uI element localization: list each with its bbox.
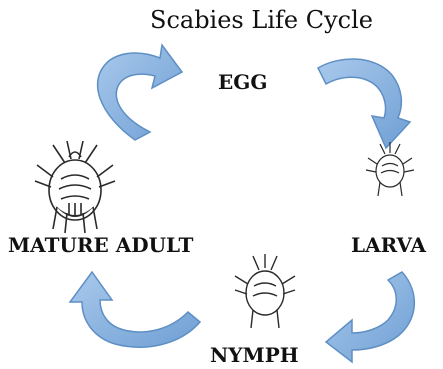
arrow-adult-to-egg — [98, 45, 182, 140]
mite-nymph-icon — [235, 254, 295, 328]
diagram-title: Scabies Life Cycle — [150, 6, 373, 34]
mite-adult-icon — [35, 141, 115, 233]
arrow-larva-to-nymph — [326, 272, 414, 362]
stage-label-egg: EGG — [218, 70, 267, 94]
stage-label-larva: LARVA — [351, 233, 426, 257]
stage-label-nymph: NYMPH — [210, 343, 299, 367]
mite-larva-icon — [366, 142, 414, 196]
arrow-nymph-to-adult — [70, 272, 200, 347]
stage-label-mature-adult: MATURE ADULT — [8, 233, 193, 257]
arrow-egg-to-larva — [318, 59, 410, 148]
